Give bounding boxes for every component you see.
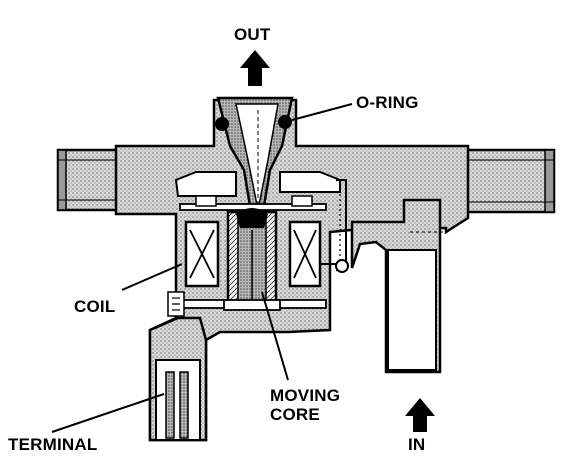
right-port-tube	[460, 148, 556, 214]
moving-core-label-line2: CORE	[270, 405, 320, 424]
moving-core-label: MOVING CORE	[270, 386, 340, 424]
moving-core	[223, 208, 281, 311]
leader-lines	[51, 103, 353, 433]
in-label: IN	[408, 435, 426, 454]
terminal-label: TERMINAL	[8, 435, 98, 454]
o-ring-label: O-RING	[356, 93, 419, 112]
coil-left	[184, 220, 220, 288]
coil-leader	[121, 263, 183, 291]
o-ring-right	[278, 115, 292, 129]
coil-label: COIL	[74, 297, 116, 316]
in-arrow-icon	[405, 398, 435, 432]
coil-right	[288, 220, 322, 288]
out-arrow-icon	[240, 50, 270, 86]
moving-core-label-line1: MOVING	[270, 386, 341, 405]
left-port-tube	[56, 148, 122, 212]
o-ring-leader	[291, 103, 353, 121]
inlet-pipe	[350, 198, 446, 374]
terminal-leader	[51, 393, 165, 433]
bypass-spring	[320, 179, 349, 273]
o-ring-left	[215, 117, 229, 131]
out-label: OUT	[234, 25, 271, 44]
moving-core-leader	[261, 291, 289, 381]
terminal-connector	[148, 291, 208, 442]
